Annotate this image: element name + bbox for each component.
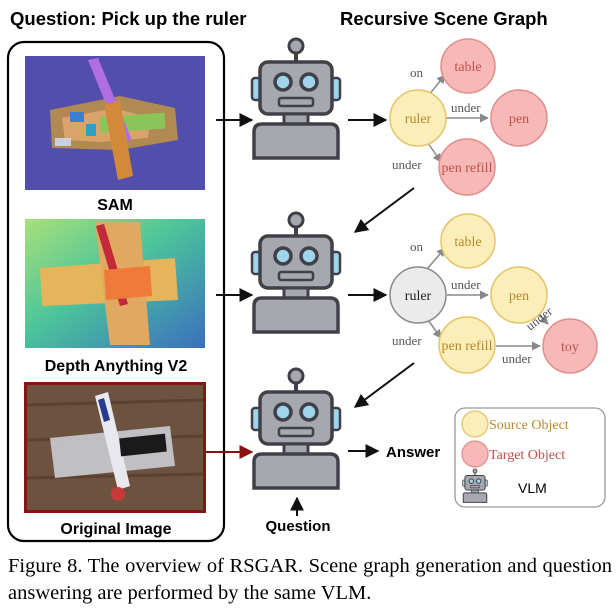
robot-vlm-1 <box>250 37 342 160</box>
robot-vlm-3 <box>250 367 342 490</box>
left-title: Question: Pick up the ruler <box>10 8 246 29</box>
graph2-node-table: table <box>440 213 496 269</box>
legend: Source Object Target Object VLM <box>454 407 606 508</box>
graph1-edge-under-pen: under <box>451 100 481 115</box>
graph1-edge-on: on <box>410 65 424 80</box>
legend-vlm-label: VLM <box>518 480 547 496</box>
sam-image <box>25 56 205 190</box>
graph2-node-toy: toy <box>542 318 598 374</box>
legend-source-label: Source Object <box>489 418 569 433</box>
depth-image <box>25 219 205 348</box>
graph1-node-table: table <box>440 38 496 94</box>
graph2-node-pen-refill: pen refill <box>438 316 496 374</box>
depth-label: Depth Anything V2 <box>45 358 188 375</box>
legend-source-swatch <box>461 410 489 438</box>
legend-robot-icon <box>462 468 488 503</box>
arrow-graph2-to-robot3 <box>353 362 415 408</box>
svg-text:pen refill: pen refill <box>442 161 493 176</box>
svg-text:table: table <box>454 235 481 250</box>
graph2-edges <box>427 247 549 351</box>
graph2-node-ruler: ruler <box>389 266 447 324</box>
graph2-edge-on: on <box>410 239 424 254</box>
svg-text:pen: pen <box>509 289 529 304</box>
svg-text:ruler: ruler <box>405 289 432 304</box>
question-label: Question <box>265 518 330 535</box>
graph1-node-ruler: ruler <box>389 89 447 147</box>
legend-target-label: Target Object <box>489 448 565 463</box>
figure-caption: Figure 8. The overview of RSGAR. Scene g… <box>8 555 612 604</box>
graph2-edge-under-refill: under <box>392 333 422 348</box>
graph2-edge-under-pen: under <box>451 277 481 292</box>
graph1-node-pen-refill: pen refill <box>438 138 496 196</box>
svg-text:pen refill: pen refill <box>442 339 493 354</box>
original-label: Original Image <box>60 521 171 538</box>
svg-text:ruler: ruler <box>405 112 432 127</box>
graph1-edge-under-refill: under <box>392 157 422 172</box>
right-title: Recursive Scene Graph <box>340 8 548 29</box>
graph2-edge-refill-toy: under <box>502 351 532 366</box>
answer-label: Answer <box>386 444 440 461</box>
original-image <box>24 382 206 513</box>
graph2-node-pen: pen <box>490 266 548 324</box>
input-panel <box>6 40 226 543</box>
graph1-node-pen: pen <box>490 89 548 147</box>
svg-text:table: table <box>454 60 481 75</box>
robot-vlm-2 <box>250 211 342 334</box>
arrow-graph1-to-robot2 <box>353 187 415 233</box>
legend-target-swatch <box>461 440 489 468</box>
svg-text:toy: toy <box>561 340 579 355</box>
sam-label: SAM <box>97 197 133 214</box>
svg-text:pen: pen <box>509 112 529 127</box>
